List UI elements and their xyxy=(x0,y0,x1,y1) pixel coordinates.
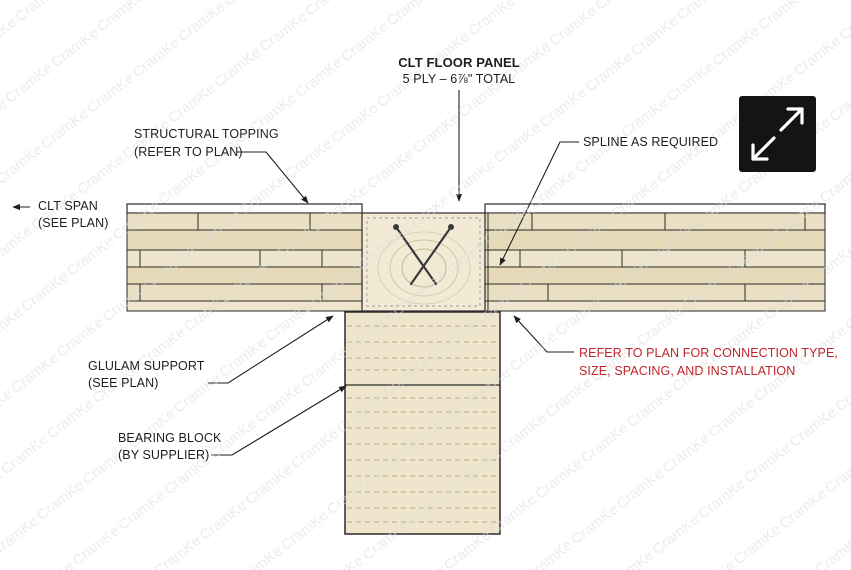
topping-label-1: STRUCTURAL TOPPING xyxy=(134,127,279,141)
expand-button[interactable] xyxy=(739,96,816,172)
expand-arrows-icon xyxy=(751,107,804,161)
glulam-label-2: (SEE PLAN) xyxy=(88,376,159,390)
title-line-1: CLT FLOOR PANEL xyxy=(398,55,520,70)
glulam-label-1: GLULAM SUPPORT xyxy=(88,359,205,373)
connection-label-2: SIZE, SPACING, AND INSTALLATION xyxy=(579,364,796,378)
spline-label: SPLINE AS REQUIRED xyxy=(583,135,719,149)
span-label-2: (SEE PLAN) xyxy=(38,216,109,230)
connection-label-1: REFER TO PLAN FOR CONNECTION TYPE, xyxy=(579,346,838,360)
span-label-1: CLT SPAN xyxy=(38,199,98,213)
bearing-label-2: (BY SUPPLIER) xyxy=(118,448,210,462)
bearing-label-1: BEARING BLOCK xyxy=(118,431,222,445)
topping-label-2: (REFER TO PLAN) xyxy=(134,145,243,159)
title-line-2: 5 PLY – 6⅞" TOTAL xyxy=(402,72,516,86)
